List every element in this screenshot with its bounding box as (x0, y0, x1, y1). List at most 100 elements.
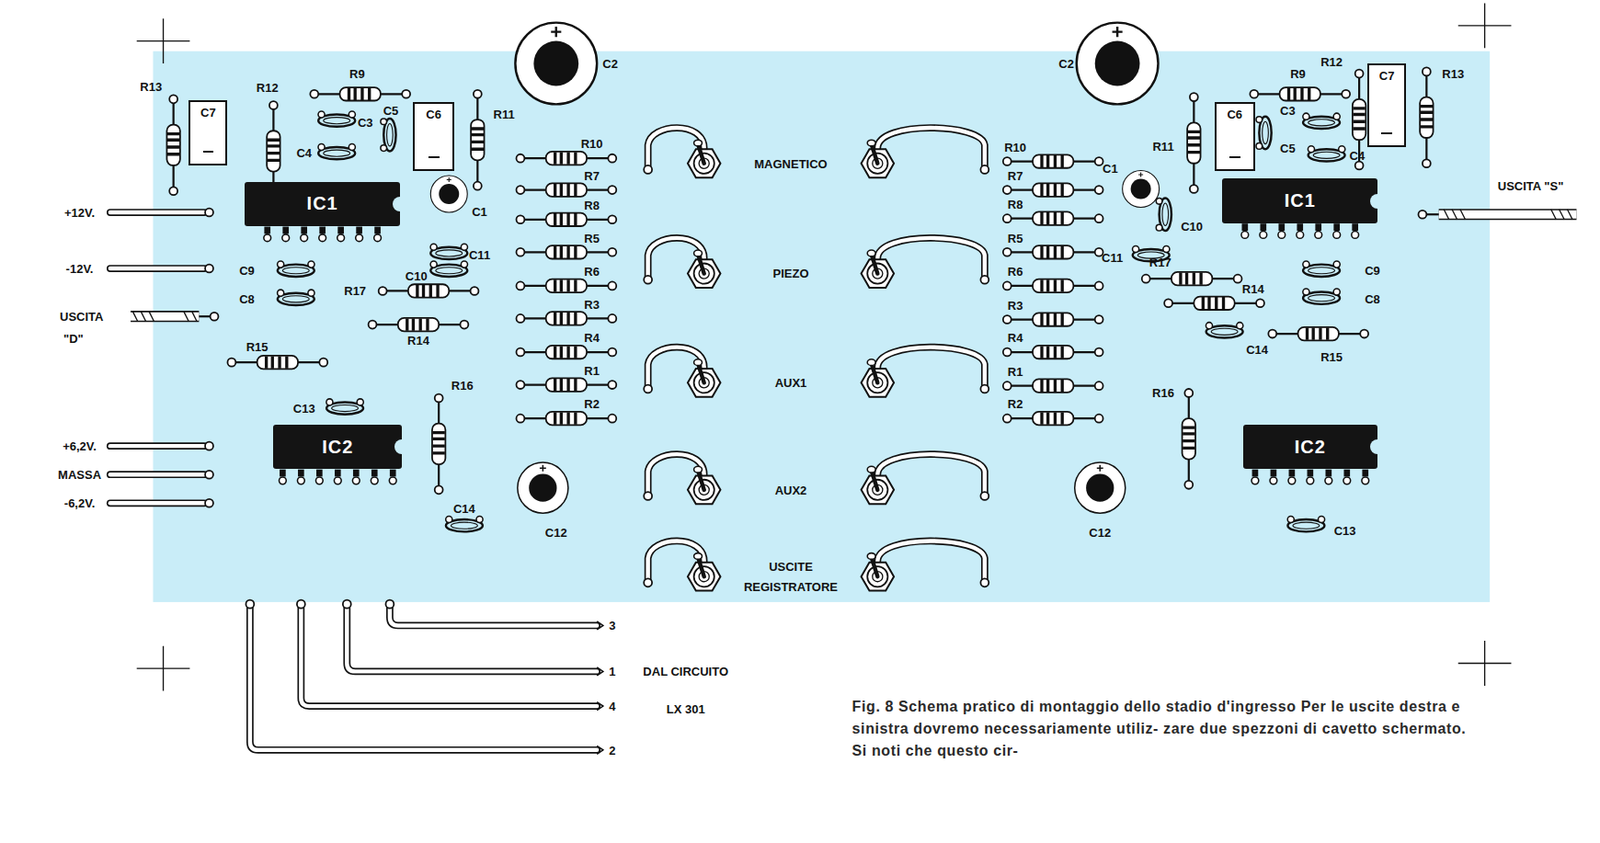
part-label: R15 (1320, 351, 1343, 364)
terminal-number: 3 (608, 619, 616, 632)
part-label: C12 (545, 526, 568, 539)
part-label: R5 (583, 231, 600, 244)
part-label: C13 (293, 401, 316, 414)
ic-chip: IC1 (244, 182, 400, 228)
part-label: R4 (1007, 331, 1024, 344)
part-label: R2 (1007, 398, 1024, 411)
part-label: R1 (1007, 365, 1024, 378)
part-label: R17 (343, 285, 366, 298)
part-label: R10 (581, 137, 604, 150)
part-label: R6 (1007, 265, 1024, 278)
part-label: R16 (451, 379, 474, 392)
switch-label: PIEZO (772, 267, 809, 280)
part-label: C8 (1364, 293, 1381, 306)
component-ref: IC2 (321, 436, 354, 458)
component-ref: IC1 (1284, 190, 1316, 212)
part-label: C10 (1180, 220, 1203, 233)
film-capacitor: C6 (1214, 102, 1256, 172)
wire-label: USCITA "S" (1497, 179, 1565, 192)
ic-notch (394, 439, 403, 455)
film-capacitor: C7 (1367, 63, 1406, 148)
part-label: C3 (357, 116, 374, 129)
part-label: C13 (1334, 525, 1357, 538)
part-label: R8 (583, 199, 600, 212)
ic-chip: IC1 (1222, 178, 1378, 224)
part-label: R3 (583, 297, 600, 310)
ic-notch (1370, 194, 1379, 209)
part-label: C2 (602, 57, 618, 69)
part-label: R12 (256, 81, 279, 94)
part-label: R9 (1290, 67, 1306, 80)
film-capacitor: C7 (188, 100, 228, 166)
part-label: R16 (1152, 387, 1175, 400)
part-label: R11 (1152, 139, 1174, 152)
part-label: R3 (1007, 298, 1024, 311)
switch-label: REGISTRATORE (743, 581, 838, 594)
part-label: C12 (1088, 526, 1111, 539)
part-label: R2 (583, 398, 600, 411)
part-label: C2 (1058, 57, 1075, 69)
part-label: C8 (239, 293, 255, 306)
part-label: R4 (583, 331, 600, 344)
figure-caption: Fig. 8 Schema pratico di montaggio dello… (852, 696, 1486, 763)
switch-label: AUX2 (775, 483, 808, 496)
capacitor-mark (203, 150, 214, 153)
part-label: C1 (1102, 162, 1119, 175)
wire-label: +6,2V. (62, 439, 97, 452)
part-label: C1 (471, 205, 488, 218)
part-label: R8 (1007, 197, 1024, 210)
part-label: C11 (468, 249, 491, 262)
source-note: DAL CIRCUITO (642, 665, 729, 678)
capacitor-mark (428, 156, 440, 159)
part-label: C9 (239, 264, 255, 277)
part-label: R13 (1441, 67, 1464, 80)
part-label: R12 (1320, 55, 1343, 68)
part-label: R11 (493, 108, 515, 121)
ic-notch (392, 196, 401, 212)
part-label: R6 (583, 265, 600, 278)
terminal-number: 1 (608, 665, 616, 678)
ic-chip: IC2 (1243, 424, 1378, 470)
part-label: R7 (583, 169, 600, 182)
wire-label: USCITA (59, 310, 103, 323)
wire-label: "D" (63, 332, 84, 345)
part-label: C14 (453, 502, 476, 515)
part-label: R1 (583, 364, 600, 377)
component-ref: C7 (1369, 68, 1405, 83)
ic-chip: IC2 (273, 424, 402, 470)
part-label: C5 (1280, 141, 1296, 154)
switch-label: AUX1 (775, 377, 808, 389)
part-label: R9 (349, 67, 366, 80)
component-ref: C6 (414, 107, 452, 122)
ic-notch (1370, 439, 1379, 455)
part-label: C14 (1245, 342, 1269, 355)
film-capacitor: C6 (412, 102, 454, 172)
source-note: LX 301 (666, 703, 706, 716)
part-label: R14 (1242, 283, 1265, 296)
part-label: R10 (1004, 140, 1027, 153)
component-ref: IC1 (307, 193, 339, 215)
part-label: C5 (383, 103, 400, 116)
part-label: R14 (407, 333, 430, 346)
wire-label: -6,2V. (64, 497, 96, 510)
component-ref: C7 (190, 105, 226, 120)
part-label: C10 (405, 269, 428, 282)
wire-label: +12V. (64, 205, 95, 218)
switch-label: MAGNETICO (754, 157, 827, 170)
part-label: R13 (139, 80, 162, 93)
capacitor-mark (1229, 156, 1241, 159)
part-label: C4 (1349, 148, 1366, 161)
component-ref: C6 (1216, 107, 1254, 122)
wire-label: MASSA (57, 468, 102, 481)
part-label: C4 (296, 147, 312, 160)
part-label: R17 (1149, 256, 1172, 269)
switch-label: USCITE (768, 560, 813, 572)
capacitor-mark (1381, 132, 1392, 135)
part-label: R5 (1007, 231, 1024, 244)
part-label: R7 (1007, 169, 1024, 182)
part-label: R15 (246, 341, 269, 354)
component-ref: IC2 (1294, 436, 1326, 458)
